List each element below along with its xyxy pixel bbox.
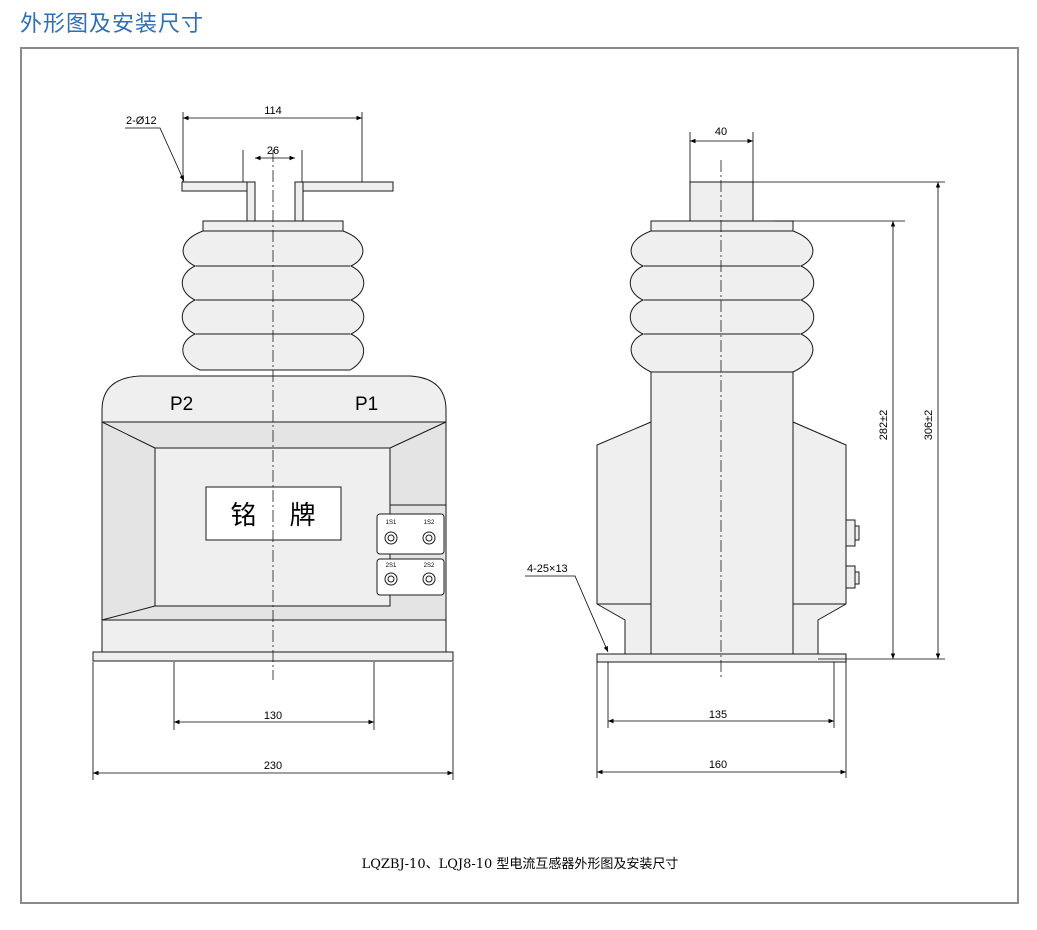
dim-306-label: 306±2 [923, 410, 935, 441]
side-terminal [689, 181, 754, 223]
side-dimensions [525, 132, 945, 778]
side-stud-nut-2 [854, 571, 860, 585]
side-left-flange [596, 421, 652, 655]
side-insulator-bellows [629, 230, 815, 373]
terminal-plate-left [181, 181, 248, 192]
terminal-p1-label: P1 [355, 394, 378, 415]
dim-135-label: 135 [709, 709, 727, 721]
sec-2s1-label: 2S1 [386, 563, 397, 569]
bevel-line-tl [101, 421, 156, 449]
terminal-screw-1s1 [384, 531, 398, 545]
dim-26-label: 26 [267, 145, 279, 157]
terminal-screw-1s2 [422, 531, 436, 545]
dim-hole-label: 2-Ø12 [126, 115, 157, 127]
sec-2s2-label: 2S2 [424, 563, 435, 569]
drawing-caption: LQZBJ-10、LQJ8-10 型电流互感器外形图及安装尺寸 [362, 856, 679, 872]
sec-1s1-label: 1S1 [386, 520, 397, 526]
terminal-plate-right [294, 181, 394, 192]
drawing-frame [20, 47, 1019, 904]
side-terminal-stud-2 [845, 565, 856, 589]
side-insulator-cap [650, 220, 794, 232]
dim-slot-label: 4-25×13 [527, 563, 568, 575]
side-base [596, 653, 847, 663]
dim-282-label: 282±2 [878, 410, 890, 441]
side-body [650, 371, 794, 655]
dim-130-label: 130 [264, 710, 282, 722]
dim-230-label: 230 [264, 760, 282, 772]
secondary-terminal-box-2 [376, 558, 445, 596]
nameplate-label: 铭 牌 [230, 501, 315, 531]
nameplate [205, 486, 342, 541]
terminal-post-right [294, 181, 304, 223]
page-heading: 外形图及安装尺寸 [20, 12, 205, 37]
side-view [596, 181, 860, 663]
terminal-screw-2s1 [384, 572, 398, 586]
front-body-top [101, 375, 447, 423]
side-right-flange [792, 421, 847, 655]
front-view [92, 181, 454, 662]
dim-160-label: 160 [709, 759, 727, 771]
side-stud-nut-1 [854, 525, 860, 541]
sec-1s2-label: 1S2 [424, 520, 435, 526]
bevel-line-bl [101, 605, 156, 621]
terminal-post-left [246, 181, 256, 223]
dim-114-label: 114 [264, 105, 282, 117]
terminal-p2-label: P2 [170, 394, 193, 415]
terminal-screw-2s2 [422, 572, 436, 586]
side-terminal-stud-1 [845, 519, 856, 547]
dim-40-label: 40 [715, 126, 727, 138]
front-dimensions [92, 112, 454, 780]
bevel-line-tr [389, 421, 447, 449]
